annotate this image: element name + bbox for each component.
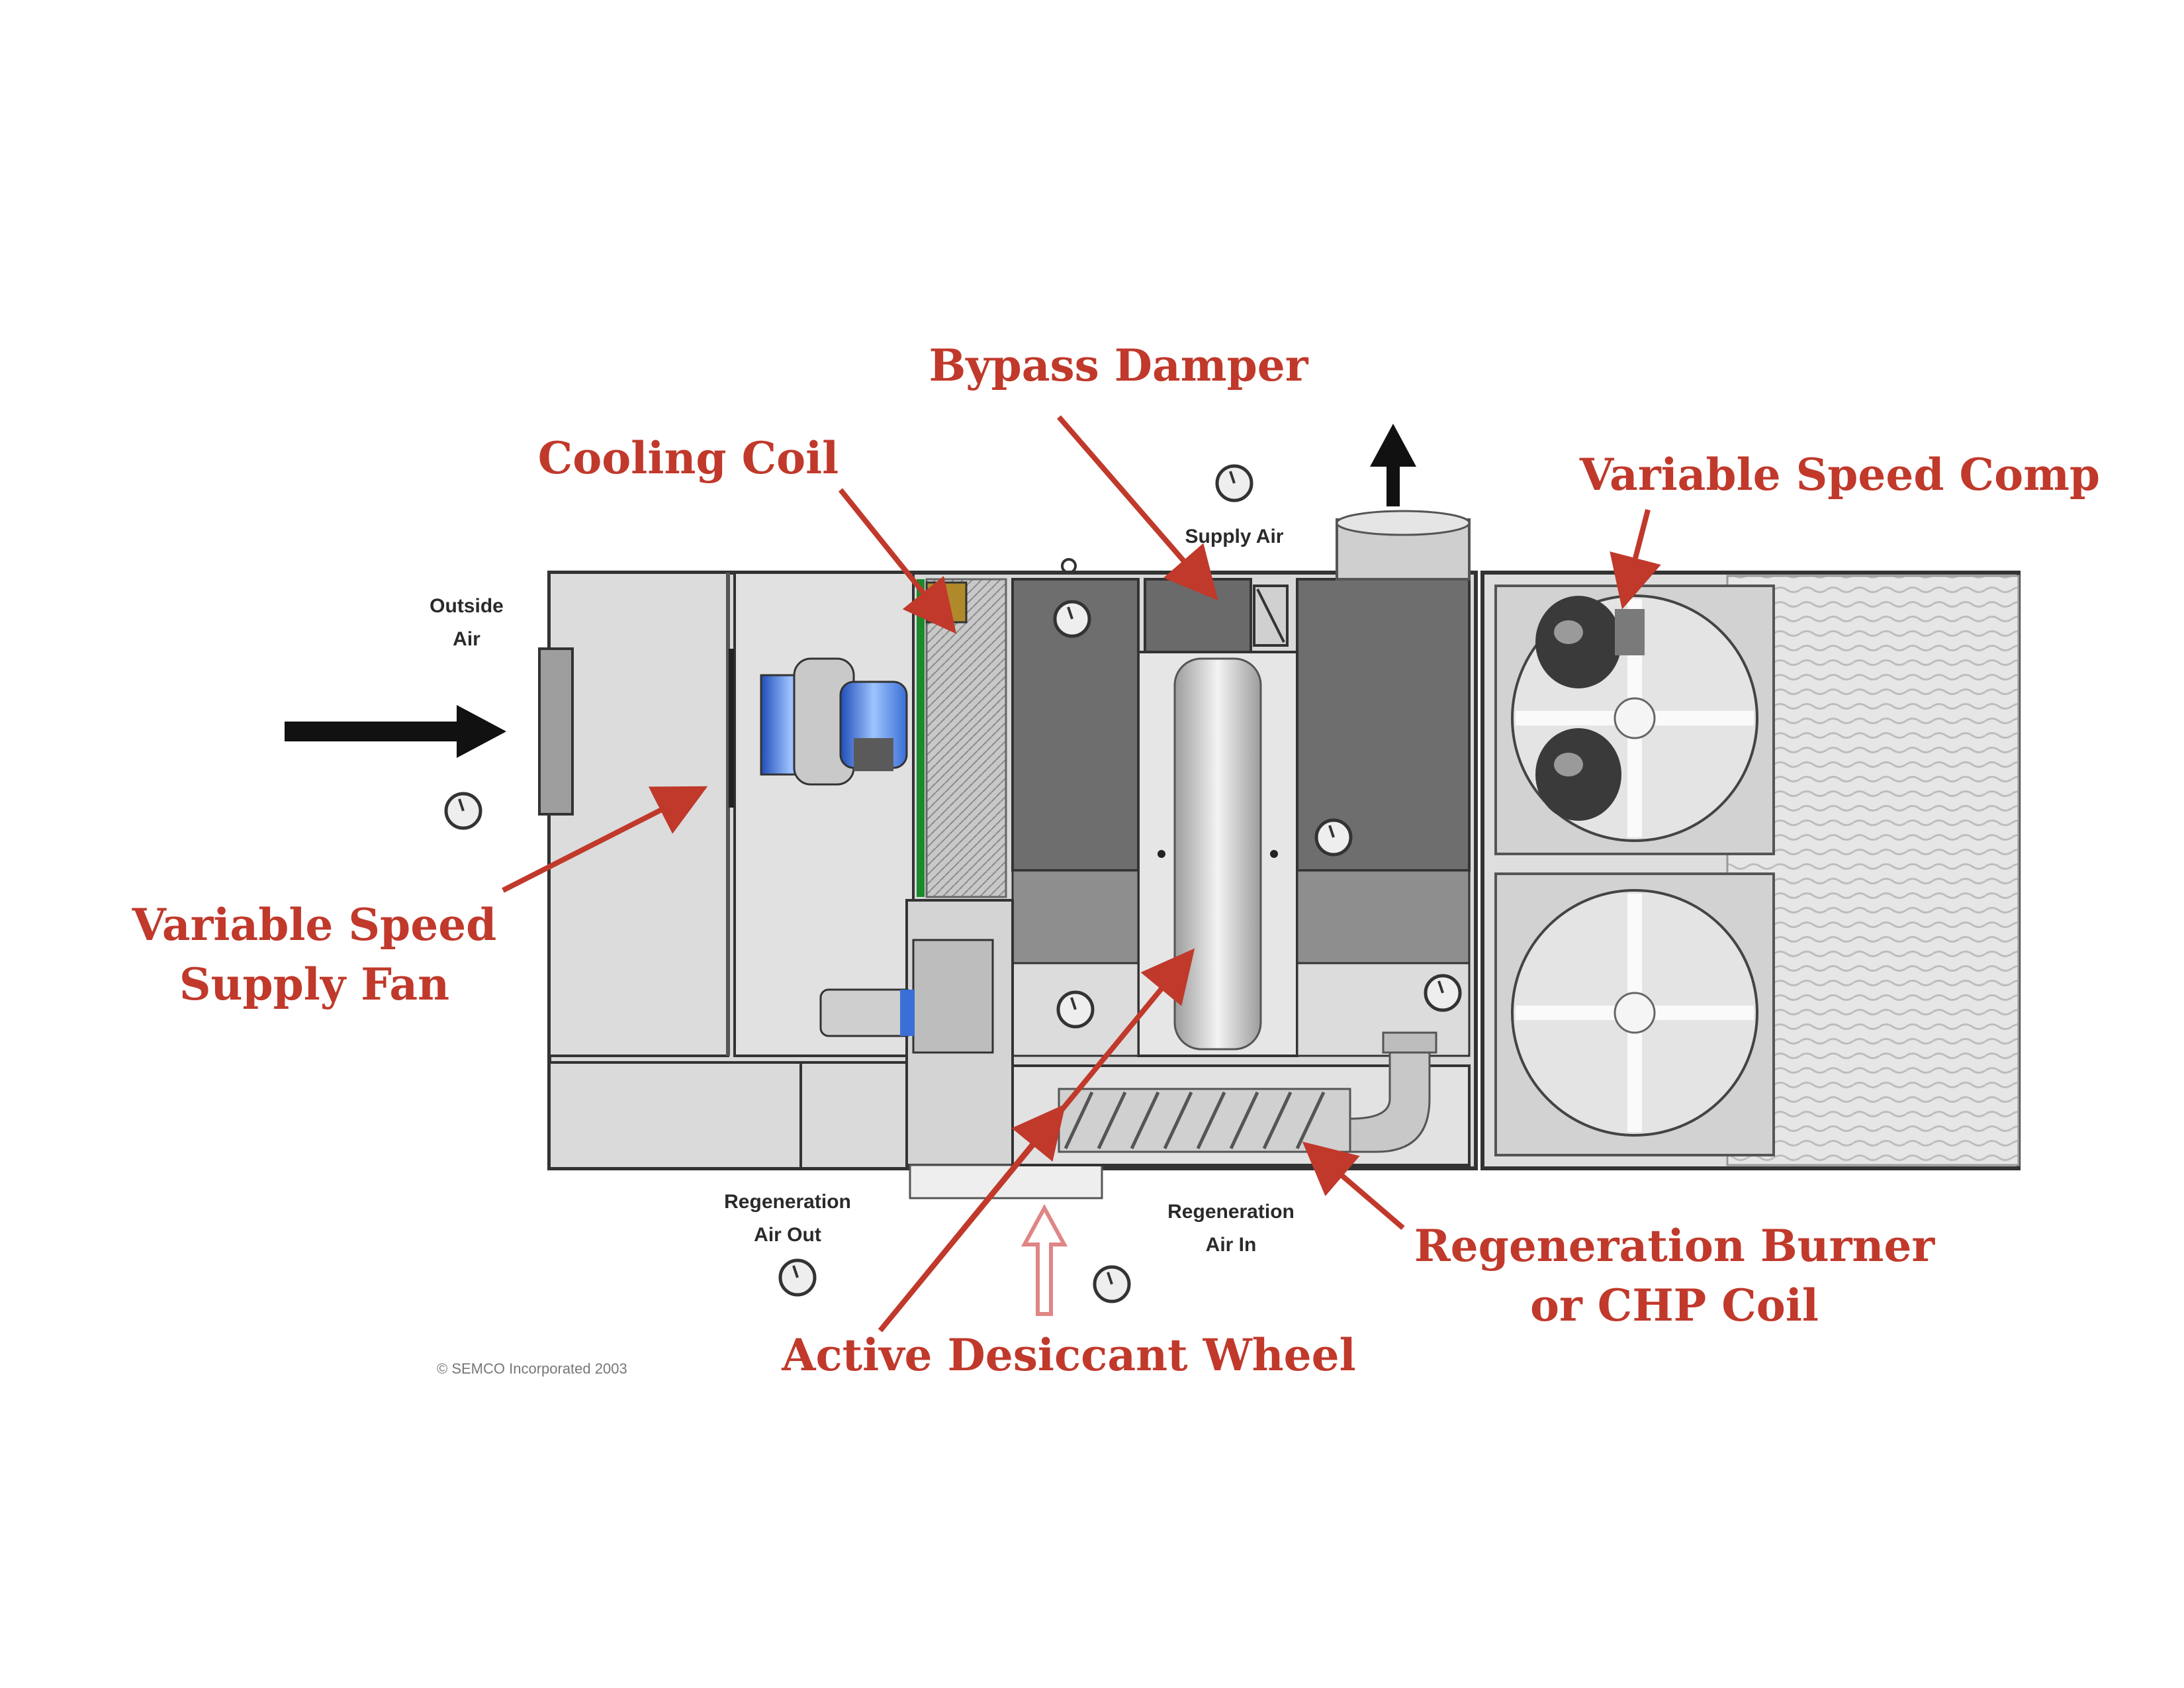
gauge-icon bbox=[1426, 976, 1460, 1010]
supply-air-label: Supply Air bbox=[1185, 526, 1284, 547]
outside-air-label-line2: Air bbox=[453, 628, 480, 650]
unit-housing bbox=[539, 511, 2019, 1198]
copyright-text: © SEMCO Incorporated 2003 bbox=[437, 1360, 627, 1377]
bypass-damper-label: Bypass Damper bbox=[929, 340, 1308, 391]
regen-burner-label-line1: Regeneration Burner bbox=[1414, 1220, 1936, 1272]
regen-out-label-line2: Air Out bbox=[754, 1224, 821, 1246]
gauge-icon bbox=[1095, 1267, 1129, 1301]
gauge-icon bbox=[1217, 466, 1251, 500]
fan-section bbox=[735, 573, 913, 1056]
outside-air-label-line1: Outside bbox=[430, 595, 504, 617]
flow-arrow-icon bbox=[1024, 1208, 1064, 1314]
condenser-fan-icon bbox=[1512, 890, 1757, 1135]
supply-fan-label-line2: Supply Fan bbox=[179, 959, 449, 1010]
bottom-band-2 bbox=[801, 1062, 907, 1168]
gauge-icon bbox=[780, 1260, 815, 1295]
desiccant-wheel-label: Active Desiccant Wheel bbox=[781, 1329, 1355, 1381]
intake-plenum bbox=[549, 573, 728, 1056]
bypass-damper-leader bbox=[1059, 417, 1211, 592]
gauge-icon bbox=[446, 794, 480, 828]
flow-arrow-icon bbox=[285, 705, 506, 758]
flow-arrow-icon bbox=[1370, 424, 1416, 506]
regen-in-label-line2: Air In bbox=[1206, 1234, 1257, 1256]
supply-fan-label-line1: Variable Speed bbox=[132, 899, 497, 951]
regen-out-label-line1: Regeneration bbox=[724, 1191, 851, 1213]
cooling-coil-fins bbox=[927, 579, 1006, 897]
desiccant-wheel bbox=[1175, 659, 1261, 1049]
regen-chamber-right bbox=[1297, 870, 1469, 963]
compressor-icon bbox=[1535, 728, 1621, 821]
variable-speed-comp-label: Variable Speed Comp bbox=[1579, 449, 2100, 500]
cooling-coil-green-frame bbox=[917, 579, 925, 897]
gauge-icon bbox=[1316, 820, 1351, 855]
gauge-icon bbox=[1058, 992, 1093, 1027]
regen-chamber-left bbox=[1013, 870, 1138, 963]
regen-burner-label-line2: or CHP Coil bbox=[1530, 1280, 1819, 1331]
outside-air-louver bbox=[539, 649, 572, 814]
bottom-band-1 bbox=[549, 1062, 801, 1168]
cooling-coil-label: Cooling Coil bbox=[538, 432, 839, 484]
regen-in-label-line1: Regeneration bbox=[1167, 1201, 1295, 1223]
gauge-icon bbox=[1055, 602, 1089, 636]
bypass-damper-block bbox=[1145, 579, 1251, 652]
